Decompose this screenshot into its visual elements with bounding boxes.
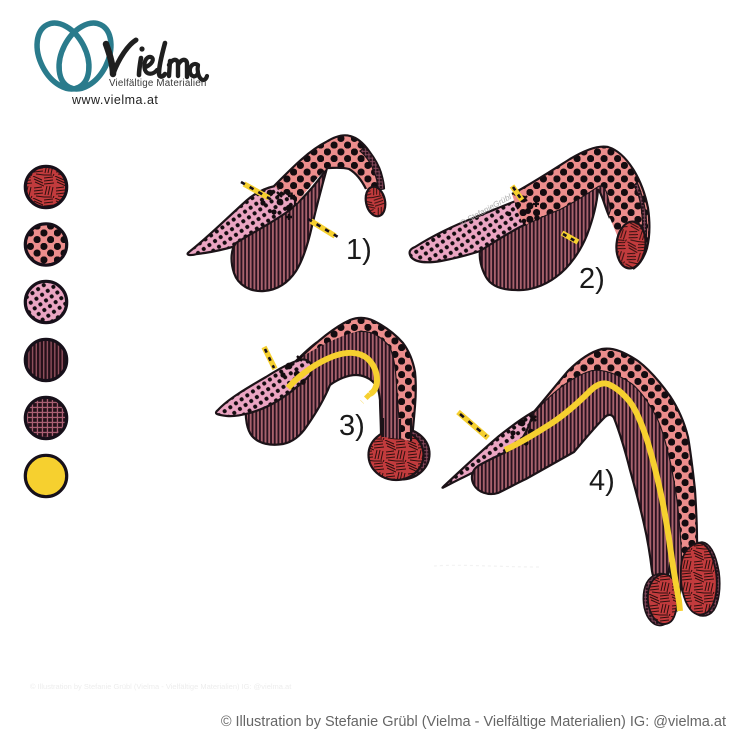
svg-text:www.vielma.at: www.vielma.at (71, 93, 158, 107)
svg-text:1): 1) (346, 234, 372, 266)
svg-text:© Illustration by Stefanie Grü: © Illustration by Stefanie Grübl (Vielma… (221, 714, 726, 730)
svg-text:Vielfältige Materialien: Vielfältige Materialien (109, 78, 207, 89)
svg-text:2): 2) (579, 263, 605, 295)
svg-text:4): 4) (589, 465, 615, 497)
svg-text:3): 3) (339, 410, 365, 442)
svg-text:© Illustration by Stefanie Grü: © Illustration by Stefanie Grübl (Vielma… (30, 682, 292, 691)
